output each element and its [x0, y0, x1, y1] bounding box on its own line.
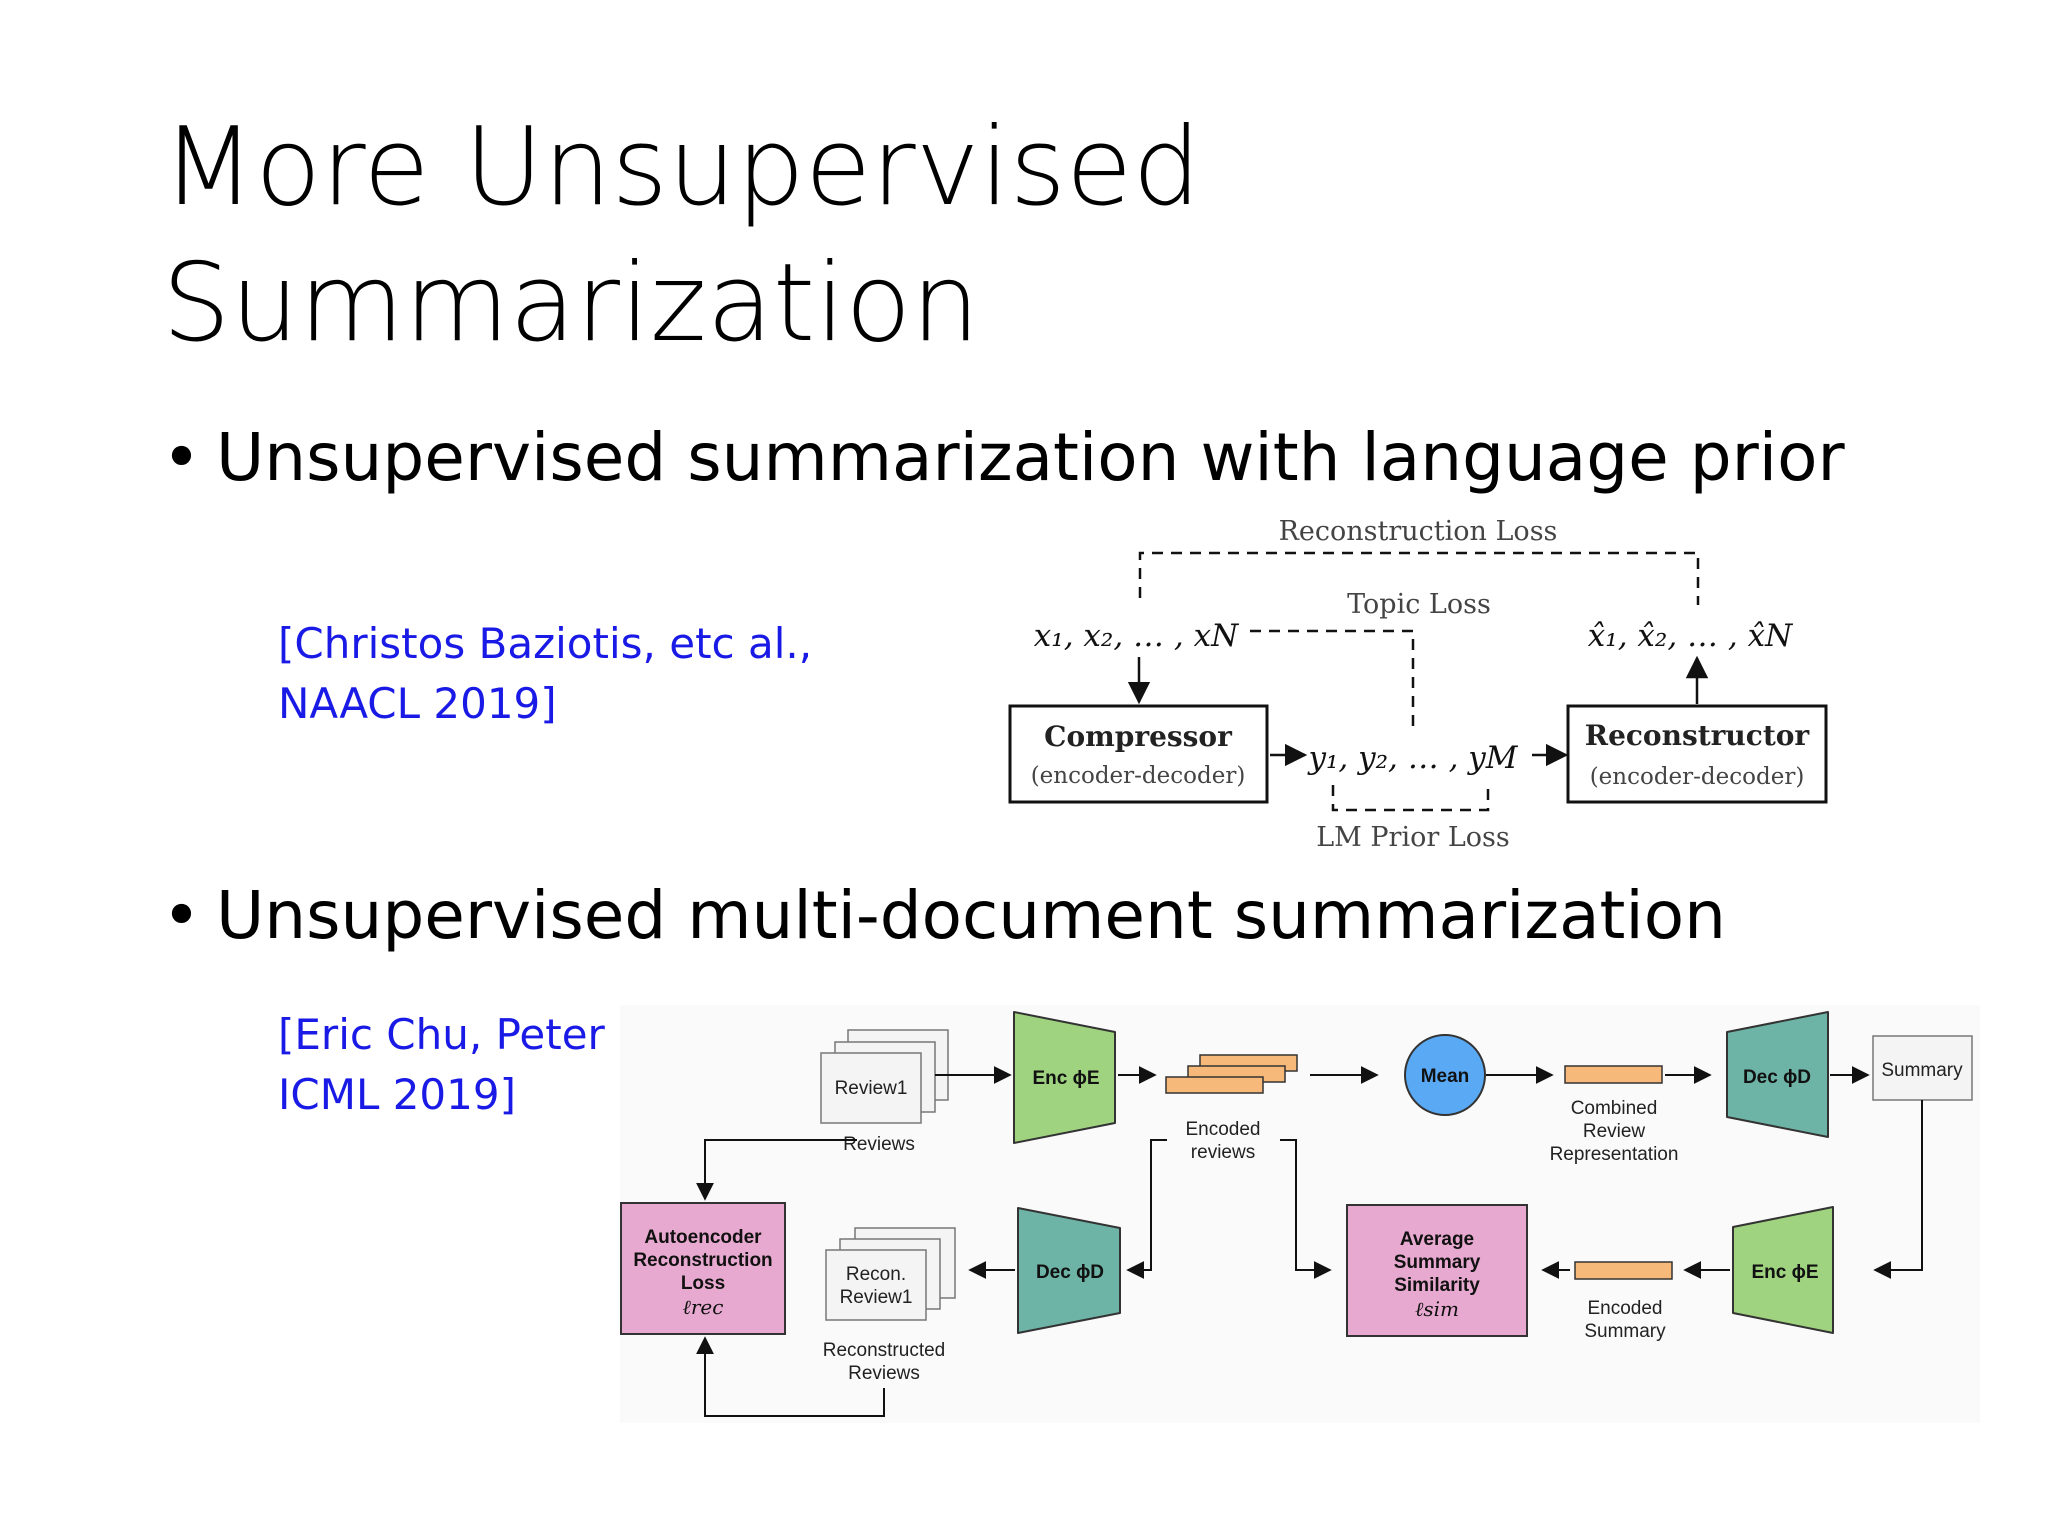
decoder-1-shape [1726, 1011, 1829, 1138]
mean-node [1404, 1034, 1486, 1116]
reconstruction-loss-path [1138, 551, 1700, 605]
encoded-to-decoder-arrow [1126, 1139, 1167, 1279]
mean-label: Mean [1421, 1066, 1470, 1087]
recon-label-1: Recon. [846, 1264, 906, 1285]
recon-to-loss-arrow [696, 1336, 885, 1417]
bullet-1: •Unsupervised summarization with languag… [162, 418, 2012, 498]
lm-prior-loss-label: LM Prior Loss [1316, 822, 1510, 853]
compressor-title: Compressor [1044, 720, 1233, 753]
decoder-1-label: Dec ϕD [1743, 1067, 1811, 1088]
combined-caption-2: Review [1583, 1121, 1646, 1142]
recon-caption-2: Reviews [848, 1363, 920, 1384]
summary-label: Summary [1881, 1060, 1963, 1081]
slide-title: More Unsupervised Summarization [162, 100, 1762, 372]
recon-caption-1: Reconstructed [823, 1340, 946, 1361]
reconstructor-box [1566, 704, 1828, 804]
encoded-to-similarity-arrow [1280, 1139, 1332, 1279]
similarity-loss-box [1346, 1204, 1528, 1337]
bullet-2-text: Unsupervised multi-document summarizatio… [216, 877, 1726, 954]
input-sequence: x₁, x₂, … , xN [1034, 618, 1240, 654]
bullet-1-text: Unsupervised summarization with language… [216, 419, 1845, 496]
citation-1-line-1: [Christos Baziotis, etc al., [278, 619, 813, 668]
encoded-summary-vector [1574, 1261, 1673, 1280]
output-sequence: x̂₁, x̂₂, … , x̂N [1588, 618, 1794, 654]
encoder-1-shape [1013, 1011, 1116, 1144]
citation-1-line-2: NAACL 2019] [278, 679, 557, 728]
review-card-front [820, 1052, 922, 1124]
combined-vector [1564, 1065, 1663, 1084]
autoencoder-loss-box [620, 1202, 786, 1335]
encoder-2-shape [1732, 1206, 1834, 1334]
encoder-1-label: Enc ϕE [1032, 1068, 1099, 1089]
autoencoder-line-1: Autoencoder [644, 1227, 762, 1248]
diagram-meansum: Review1 Reviews Enc ϕE Encoded reviews M… [620, 1005, 1980, 1423]
similarity-line-3: Similarity [1394, 1275, 1480, 1296]
bullet-dot: • [162, 877, 201, 954]
combined-caption-3: Representation [1550, 1144, 1679, 1165]
decoder-2-shape [1017, 1207, 1121, 1334]
recon-card-front [825, 1249, 927, 1321]
summary-to-encoder-arrow [1873, 1100, 1923, 1279]
decoder-2-label: Dec ϕD [1036, 1262, 1104, 1283]
compressor-subtitle: (encoder-decoder) [1031, 763, 1246, 789]
title-line-1: More Unsupervised [162, 105, 1201, 230]
topic-loss-path [1250, 629, 1415, 730]
similarity-line-2: Summary [1394, 1252, 1481, 1273]
similarity-line-1: Average [1400, 1229, 1474, 1250]
reconstruction-loss-label: Reconstruction Loss [1279, 516, 1558, 547]
encoder-2-label: Enc ϕE [1751, 1262, 1818, 1283]
encoded-reviews-caption-2: reviews [1191, 1142, 1255, 1163]
title-line-2: Summarization [162, 241, 980, 366]
reconstructor-title: Reconstructor [1585, 719, 1811, 752]
reconstructor-subtitle: (encoder-decoder) [1590, 764, 1805, 790]
encoded-summary-caption-1: Encoded [1587, 1298, 1662, 1319]
recon-label-2: Review1 [840, 1287, 913, 1308]
review1-label: Review1 [835, 1078, 908, 1099]
encoded-summary-caption-2: Summary [1584, 1321, 1666, 1342]
encoded-vector-1 [1165, 1076, 1264, 1094]
autoencoder-line-2: Reconstruction [633, 1250, 772, 1271]
citation-2-line-2: ICML 2019] [278, 1070, 516, 1119]
compressor-box [1008, 704, 1269, 804]
autoencoder-line-3: Loss [681, 1273, 725, 1294]
reviews-caption: Reviews [843, 1134, 915, 1155]
diagram-compressor-reconstructor: Reconstruction Loss Topic Loss x₁, x₂, …… [1008, 516, 1828, 853]
bullet-2: •Unsupervised multi-document summarizati… [162, 876, 2012, 956]
citation-1: [Christos Baziotis, etc al., NAACL 2019] [278, 614, 812, 734]
encoded-reviews-caption-1: Encoded [1185, 1119, 1260, 1140]
reviews-to-loss-arrow [696, 1139, 857, 1201]
latent-sequence: y₁, y₂, … , yM [1306, 740, 1518, 776]
lm-prior-loss-path [1331, 785, 1490, 812]
bullet-dot: • [162, 419, 201, 496]
similarity-symbol: ℓsim [1415, 1297, 1459, 1321]
combined-caption-1: Combined [1571, 1098, 1658, 1119]
topic-loss-label: Topic Loss [1347, 589, 1491, 620]
autoencoder-symbol: ℓrec [683, 1295, 724, 1319]
